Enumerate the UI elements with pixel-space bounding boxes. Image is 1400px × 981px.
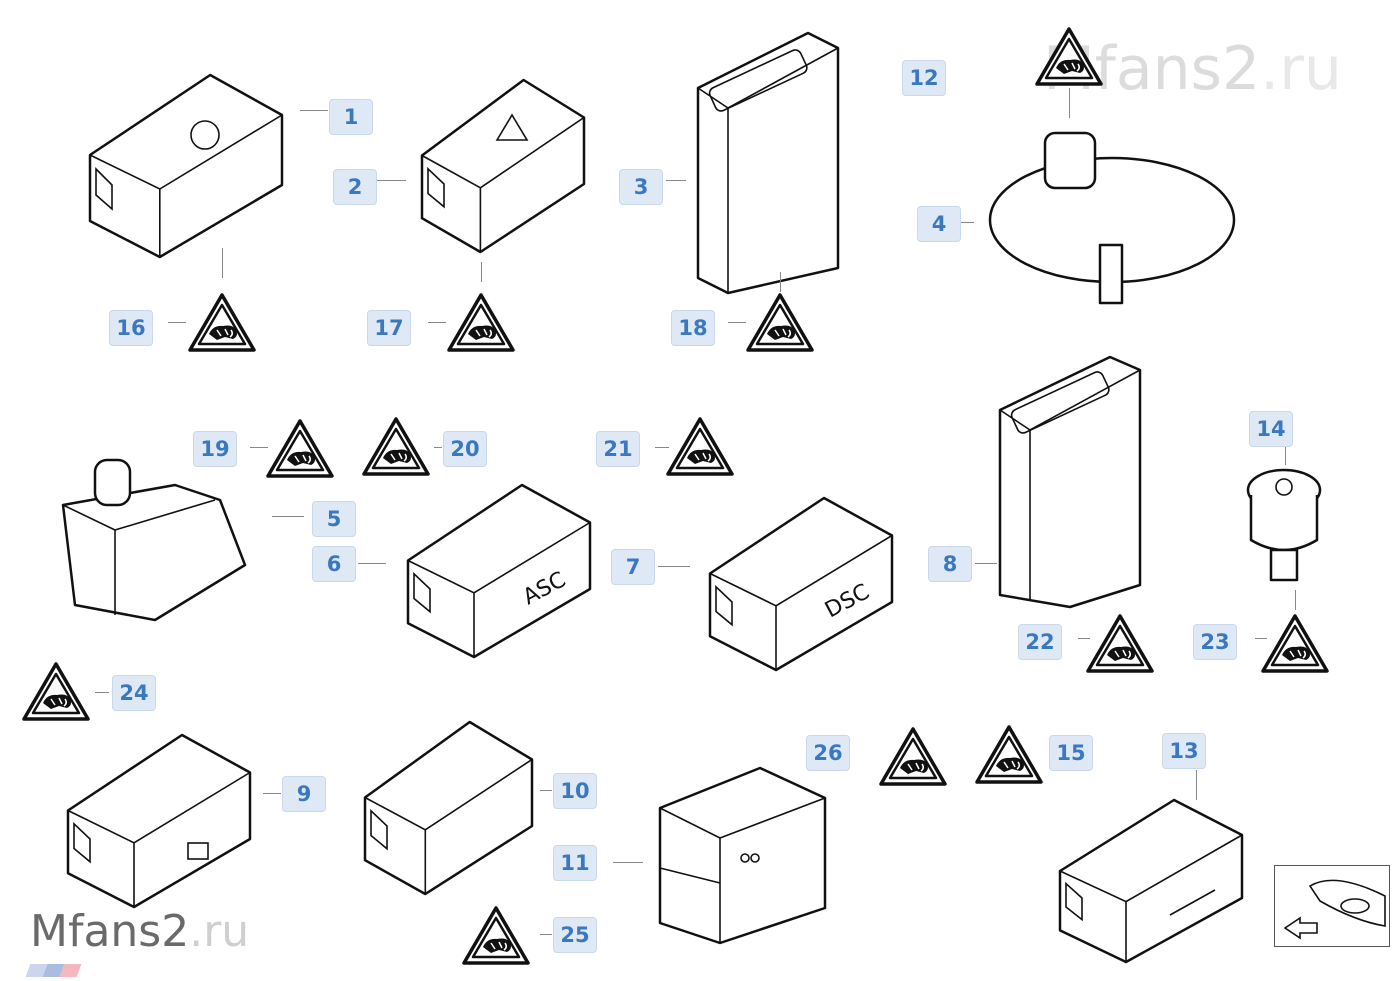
leader-line [1285,445,1286,465]
leader-line [658,566,690,567]
warning-triangle-icon [22,662,90,721]
callout-22[interactable]: 22 [1018,624,1062,660]
warning-triangle-icon [1035,27,1103,86]
leader-line [1196,770,1197,800]
vehicle-location-thumbnail [1274,865,1390,947]
leader-line [975,563,997,564]
car-arrow-icon [1283,879,1386,940]
leader-line [95,692,109,693]
warning-triangle-icon [879,727,947,786]
callout-15[interactable]: 15 [1049,735,1093,771]
leader-line [358,563,386,564]
leader-line [655,447,669,448]
leader-line [780,272,781,292]
leader-line [300,110,328,111]
callout-8[interactable]: 8 [928,546,972,582]
part-10-switch[interactable] [355,712,540,902]
leader-line [728,322,746,323]
callout-17[interactable]: 17 [367,310,411,346]
callout-16[interactable]: 16 [109,310,153,346]
watermark-brand: Mfans2 [30,906,190,957]
warning-triangle-icon [266,419,334,478]
callout-25[interactable]: 25 [553,917,597,953]
callout-6[interactable]: 6 [312,546,356,582]
leader-line [222,248,223,278]
callout-4[interactable]: 4 [917,206,961,242]
leader-line [1255,638,1267,639]
callout-14[interactable]: 14 [1249,411,1293,447]
callout-23[interactable]: 23 [1193,624,1237,660]
leader-line [1069,88,1070,118]
callout-9[interactable]: 9 [282,776,326,812]
watermark-tld: .ru [189,906,250,957]
warning-triangle-icon [1261,614,1329,673]
warning-triangle-icon [975,725,1043,784]
callout-5[interactable]: 5 [312,501,356,537]
callout-2[interactable]: 2 [333,169,377,205]
leader-line [434,447,442,448]
callout-19[interactable]: 19 [193,431,237,467]
watermark-bottom: Mfans2.ru [30,906,249,957]
callout-12[interactable]: 12 [902,60,946,96]
warning-triangle-icon [1086,614,1154,673]
part-2-hazard-switch[interactable] [412,70,592,260]
leader-line [168,322,186,323]
leader-line [540,934,552,935]
leader-line [481,262,482,282]
leader-line [428,322,446,323]
part-9-switch[interactable] [58,725,258,920]
callout-13[interactable]: 13 [1162,733,1206,769]
leader-line [263,793,281,794]
leader-line [250,447,268,448]
warning-triangle-icon [447,293,515,352]
callout-18[interactable]: 18 [671,310,715,346]
warning-triangle-icon [746,293,814,352]
warning-triangle-icon [188,293,256,352]
watermark-tld: .ru [1260,34,1342,104]
part-6-asc-switch[interactable]: ASC [398,475,598,665]
part-1-switch[interactable] [80,65,290,265]
leader-line [666,180,686,181]
part-7-dsc-switch[interactable]: DSC [700,488,900,678]
logo-stripe [59,964,82,977]
part-3-switch[interactable] [688,18,846,296]
callout-3[interactable]: 3 [619,169,663,205]
callout-11[interactable]: 11 [553,845,597,881]
warning-triangle-icon [362,417,430,476]
callout-24[interactable]: 24 [112,675,156,711]
leader-line [272,516,304,517]
warning-triangle-icon [666,417,734,476]
leader-line [613,862,643,863]
part-14-socket[interactable] [1243,465,1325,585]
part-26-switch-block[interactable] [650,758,835,948]
part-4-clip[interactable] [985,125,1240,307]
part-5-switch[interactable] [55,455,255,625]
leader-line [376,180,406,181]
callout-10[interactable]: 10 [553,773,597,809]
callout-20[interactable]: 20 [443,431,487,467]
callout-1[interactable]: 1 [329,99,373,135]
leader-line [1078,638,1090,639]
callout-21[interactable]: 21 [596,431,640,467]
callout-26[interactable]: 26 [806,735,850,771]
leader-line [1295,590,1296,610]
leader-line [540,790,552,791]
part-8-switch[interactable] [990,345,1150,613]
part-13-switch[interactable] [1050,790,1250,970]
callout-7[interactable]: 7 [611,549,655,585]
warning-triangle-icon [462,906,530,965]
leader-line [960,222,974,223]
